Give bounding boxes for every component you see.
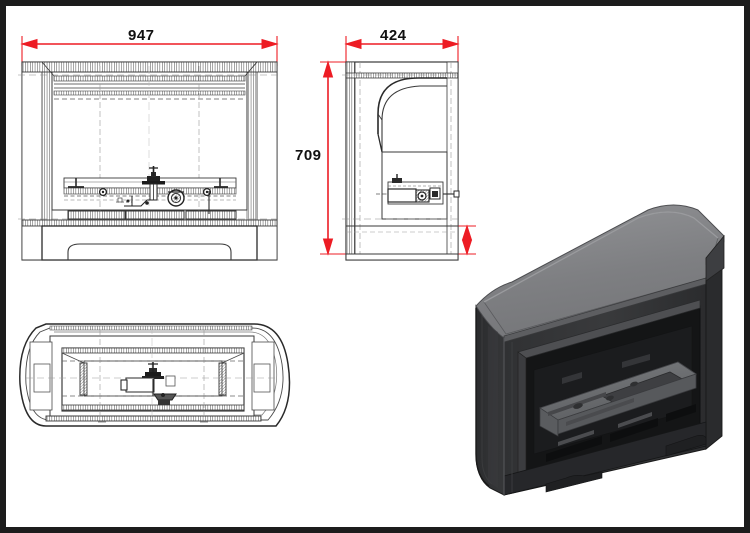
view-isometric-3d [475,204,725,496]
technical-drawing-canvas [18,36,725,496]
burner-ports-3d [546,404,696,462]
side-baffle-deflector [377,77,447,153]
dimension-label-height: 709 [295,147,322,164]
plan-gas-valve-detail [120,362,177,405]
front-gas-valve-detail [116,166,185,207]
view-side-elevation [320,36,476,261]
front-burner-assembly [63,166,237,220]
dimension-height-709 [320,60,350,256]
dimension-label-depth: 424 [380,27,407,44]
drawing-sheet: 947 424 709 [6,6,744,527]
view-front-elevation [18,36,281,261]
dimension-width-947 [20,36,279,66]
burner-tray-3d [538,361,698,437]
dimension-label-width: 947 [128,27,155,44]
view-plan-top [19,323,291,427]
dimension-leg-adjust [458,224,476,256]
side-burner-assembly [376,174,460,205]
dimension-depth-424 [344,36,460,68]
